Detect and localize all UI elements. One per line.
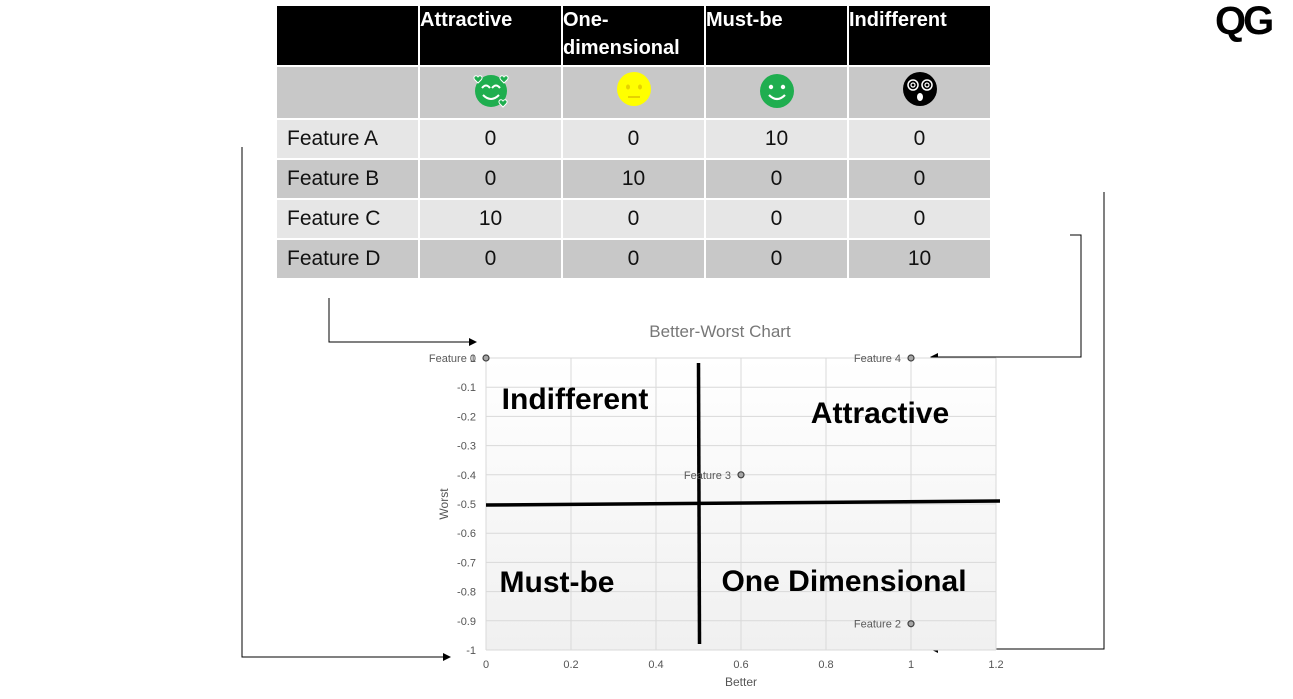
header-cell-blank [277,6,420,67]
heart-eyes-face-icon [472,75,509,108]
data-point [482,354,490,362]
quadrant-label-attractive: Attractive [811,397,949,430]
connector-feature-3 [241,147,451,661]
qg-logo: QG [1215,0,1275,43]
data-point [737,471,745,479]
cell-value: 10 [563,160,706,200]
x-tick-label: 1 [908,659,914,671]
y-tick-label: -0.6 [457,528,476,540]
neutral-face-icon [616,72,651,106]
header-cell-one-dimensional: One- dimensional [563,6,706,67]
y-tick-label: -0.9 [457,616,476,628]
chart-title: Better-Worst Chart [649,322,791,341]
dizzy-face-icon [902,72,937,106]
x-tick-label: 0 [483,659,489,671]
emoji-cell [849,67,990,120]
cell-value: 0 [420,240,563,280]
quadrant-label-one-dimensional: One Dimensional [721,565,966,598]
smiling-face-icon [759,74,794,108]
tick-labels: 0 0.2 0.4 0.6 0.8 1 1.2 0 -0.1 -0.2 -0.3 -0.4 -0.5 -0… [457,353,1004,671]
y-tick-label: -0.7 [457,557,476,569]
cell-value: 0 [563,240,706,280]
data-point-label: Feature 3 [684,470,731,482]
table-header-row: Attractive One- dimensional Must-be Indi… [277,6,990,67]
table-row: Feature D 0 0 0 10 [277,240,990,280]
quadrant-dividers [485,362,1001,645]
y-tick-label: -0.5 [457,499,476,511]
emoji-cell [420,67,563,120]
table-row: Feature B 0 10 0 0 [277,160,990,200]
emoji-cell-blank [277,67,420,120]
logo-text: QG [1215,0,1272,43]
cell-value: 0 [849,120,990,160]
emoji-cell [706,67,849,120]
cell-value: 0 [563,120,706,160]
data-point [907,354,915,362]
cell-value: 0 [563,200,706,240]
cell-value: 0 [849,160,990,200]
table-row: Feature A 0 0 10 0 [277,120,990,160]
cell-value: 0 [706,160,849,200]
header-cell-attractive: Attractive [420,6,563,67]
y-tick-label: -0.3 [457,441,476,453]
data-point-label: Feature 2 [854,619,901,631]
row-label: Feature B [277,160,420,200]
header-cell-indifferent: Indifferent [849,6,990,67]
x-tick-label: 1.2 [988,659,1003,671]
cell-value: 0 [706,240,849,280]
emoji-cell [563,67,706,120]
cell-value: 10 [706,120,849,160]
header-cell-must-be: Must-be [706,6,849,67]
kano-table: Attractive One- dimensional Must-be Indi… [277,6,990,280]
x-axis-label: Better [725,675,757,689]
x-tick-label: 0.6 [733,659,748,671]
quadrant-label-indifferent: Indifferent [502,383,649,416]
data-points: Feature 1 Feature 2 Feature 3 Feature 4 [429,353,915,631]
data-point-label: Feature 4 [854,353,901,365]
row-label: Feature A [277,120,420,160]
cell-value: 0 [849,200,990,240]
table-row: Feature C 10 0 0 0 [277,200,990,240]
horizontal-divider [485,499,1001,507]
connector-feature-4 [930,234,1082,361]
data-point [907,620,915,628]
y-axis-label: Worst [437,488,451,520]
row-label: Feature D [277,240,420,280]
connector-feature-1 [328,298,477,346]
y-tick-label: -0.1 [457,382,476,394]
emoji-row [277,67,990,120]
cell-value: 10 [849,240,990,280]
cell-value: 0 [706,200,849,240]
cell-value: 0 [420,160,563,200]
row-label: Feature C [277,200,420,240]
x-tick-label: 0.4 [648,659,663,671]
x-tick-label: 0.8 [818,659,833,671]
y-tick-label: -0.8 [457,587,476,599]
y-tick-label: 0 [470,353,476,365]
y-tick-label: -0.4 [457,470,476,482]
cell-value: 0 [420,120,563,160]
data-point-label: Feature 1 [429,353,476,365]
x-tick-label: 0.2 [563,659,578,671]
quadrant-label-must-be: Must-be [500,566,615,599]
y-tick-label: -0.2 [457,411,476,423]
cell-value: 10 [420,200,563,240]
y-tick-label: -1 [466,645,476,657]
